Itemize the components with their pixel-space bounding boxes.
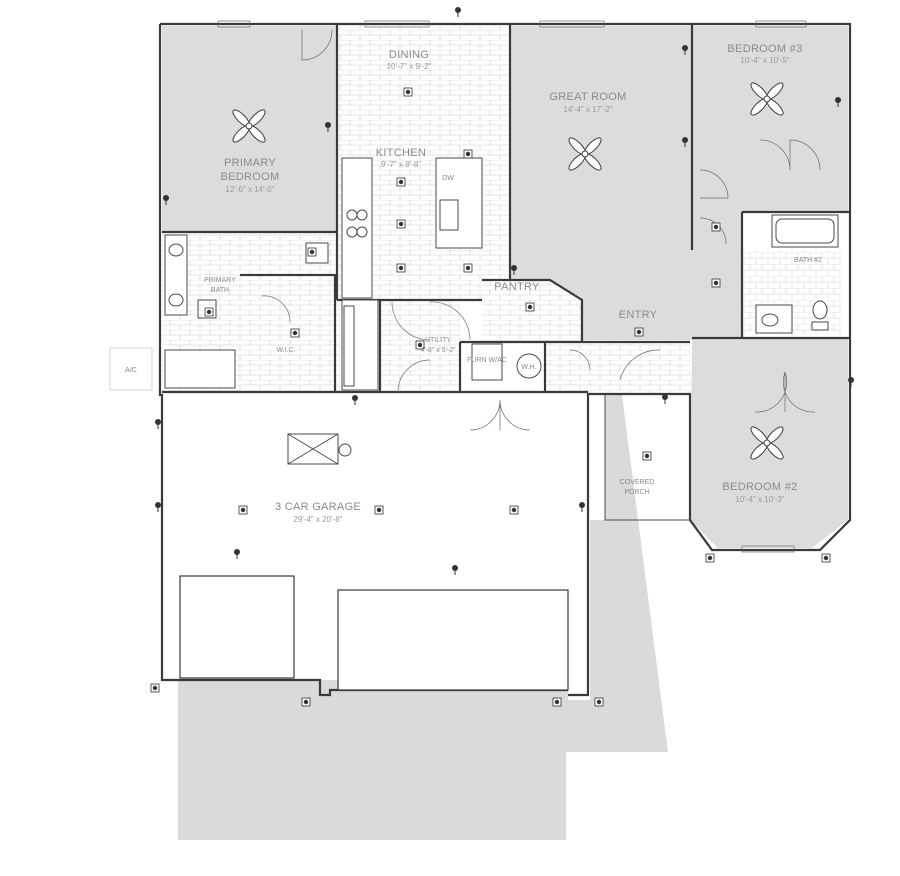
covered-porch-name-1: COVERED: [620, 479, 655, 486]
attic-access: [287, 433, 352, 465]
entry-hall-tile: [545, 342, 690, 394]
bath2-name: BATH #2: [794, 257, 822, 264]
water-heater-label: W.H.: [521, 364, 536, 371]
primary-bedroom-name-1: PRIMARY: [224, 157, 276, 169]
garage-door-1: [179, 575, 295, 679]
bedroom3-floor: [692, 26, 848, 250]
entry-floor: [692, 250, 742, 338]
bedroom3-name: BEDROOM #3: [727, 43, 802, 55]
bedroom2-dim: 10'-4" x 10'-3": [735, 495, 784, 504]
dishwasher-label: DW: [442, 175, 454, 182]
primary-bath-fixtures: [164, 234, 329, 389]
great-room-name: GREAT ROOM: [549, 91, 626, 103]
garage-dim: 29'-4" x 20'-8": [293, 515, 342, 524]
great-room-dim: 14'-4" x 17'-2": [563, 105, 612, 114]
walls: [158, 22, 852, 697]
windows: [217, 20, 807, 553]
entry-name: ENTRY: [619, 309, 658, 321]
bedroom2-name: BEDROOM #2: [722, 481, 797, 493]
kitchen-cabinets: [341, 157, 483, 391]
primary-bedroom-dim: 12'-6" x 14'-0": [225, 185, 274, 194]
wic-name: W.I.C.: [276, 347, 295, 354]
dining-dim: 10'-7" x 9'-2": [387, 62, 432, 71]
primary-bath-name-2: BATH: [211, 287, 229, 294]
kitchen-name: KITCHEN: [376, 147, 426, 159]
ac-pad: [109, 347, 153, 391]
driveway: [178, 395, 668, 840]
primary-bath-name-1: PRIMARY: [204, 277, 236, 284]
utility-name: UTILITY: [425, 337, 451, 344]
door-swings: [261, 29, 821, 431]
garage-name: 3 CAR GARAGE: [275, 501, 361, 513]
pantry-name: PANTRY: [494, 281, 540, 293]
garage-door-2: [337, 589, 569, 691]
covered-porch-name-2: PORCH: [624, 489, 649, 496]
bedroom3-dim: 10'-4" x 10'-5": [740, 56, 789, 65]
great-room-floor: [510, 26, 692, 340]
furnace-label: FURN W/AC: [467, 357, 507, 364]
bath2-fixtures: [755, 214, 839, 334]
kitchen-dim: 9'-7" x 8'-8": [381, 160, 421, 169]
utility-dim: 4'-8" x 5'-2": [420, 347, 456, 354]
primary-bedroom-name-2: BEDROOM: [221, 171, 280, 183]
mechanical-room: [471, 343, 542, 381]
ac-label: A/C: [125, 367, 137, 374]
dining-name: DINING: [389, 49, 429, 61]
